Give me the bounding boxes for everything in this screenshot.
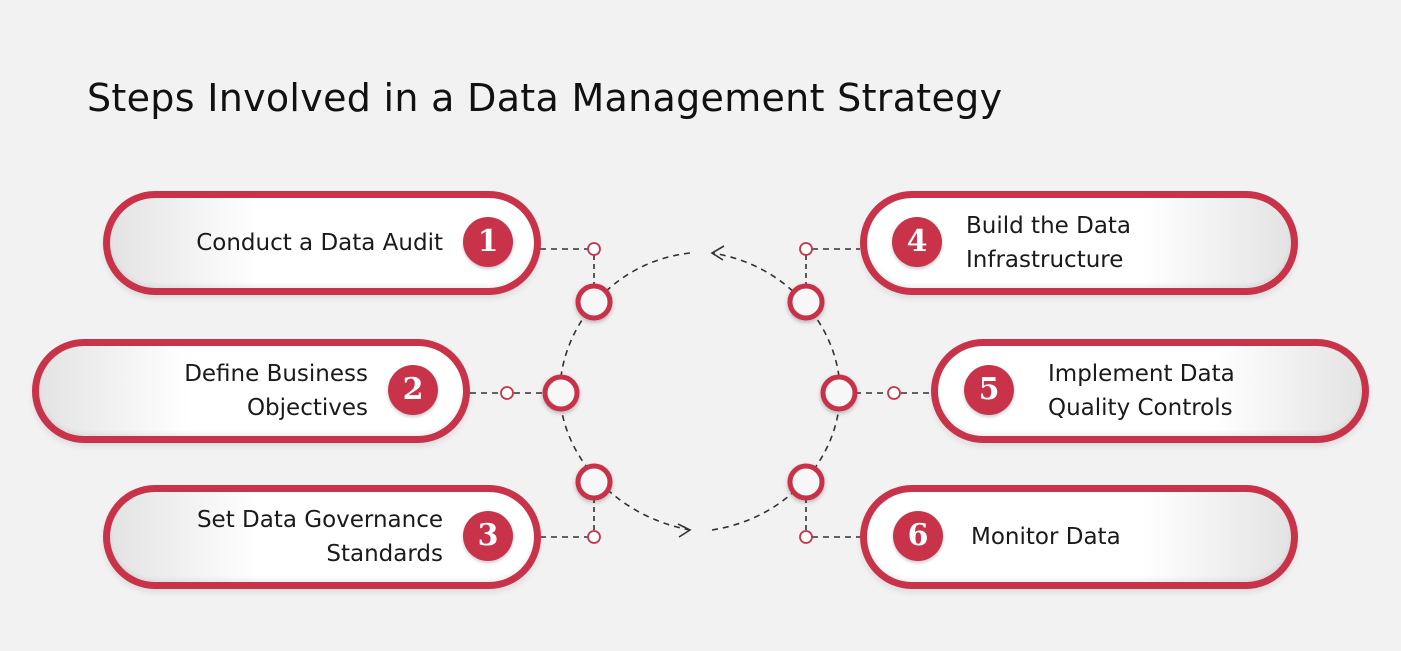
cycle-node-4 — [787, 283, 825, 321]
dot-3 — [587, 530, 601, 544]
arrow-head-bottom — [677, 523, 692, 538]
cycle-node-1 — [575, 283, 613, 321]
dot-2 — [500, 386, 514, 400]
step-4-number-badge: 4 — [892, 217, 942, 267]
step-5-card: 5 Implement Data Quality Controls — [931, 339, 1369, 443]
dot-6 — [799, 530, 813, 544]
step-6-number-badge: 6 — [893, 511, 943, 561]
step-1-label: Conduct a Data Audit — [196, 230, 443, 256]
cycle-node-3 — [575, 463, 613, 501]
step-1-number-badge: 1 — [463, 217, 513, 267]
cycle-node-6 — [787, 463, 825, 501]
step-5-number-badge: 5 — [964, 365, 1014, 415]
step-4-label: Build the Data Infrastructure — [966, 213, 1132, 273]
step-4-card: 4 Build the Data Infrastructure — [860, 191, 1298, 295]
cycle-arc-right — [711, 252, 841, 531]
step-2-number-badge: 2 — [388, 365, 438, 415]
step-5-label: Implement Data Quality Controls — [1048, 361, 1235, 421]
dot-4 — [799, 242, 813, 256]
step-3-card: Set Data Governance Standards 3 — [103, 485, 541, 589]
cycle-arc-left — [559, 252, 691, 531]
step-1-card: Conduct a Data Audit 1 — [103, 191, 541, 295]
step-2-card: Define Business Objectives 2 — [32, 339, 470, 443]
step-6-label: Monitor Data — [971, 524, 1121, 550]
arrow-head-top — [710, 245, 725, 261]
step-2-label: Define Business Objectives — [184, 361, 368, 421]
step-6-card: 6 Monitor Data — [860, 485, 1298, 589]
dot-5 — [887, 386, 901, 400]
step-3-number-badge: 3 — [463, 511, 513, 561]
cycle-node-5 — [820, 374, 858, 412]
cycle-node-2 — [542, 374, 580, 412]
dot-1 — [587, 242, 601, 256]
step-3-label: Set Data Governance Standards — [196, 507, 443, 567]
page-title: Steps Involved in a Data Management Stra… — [87, 76, 1003, 120]
